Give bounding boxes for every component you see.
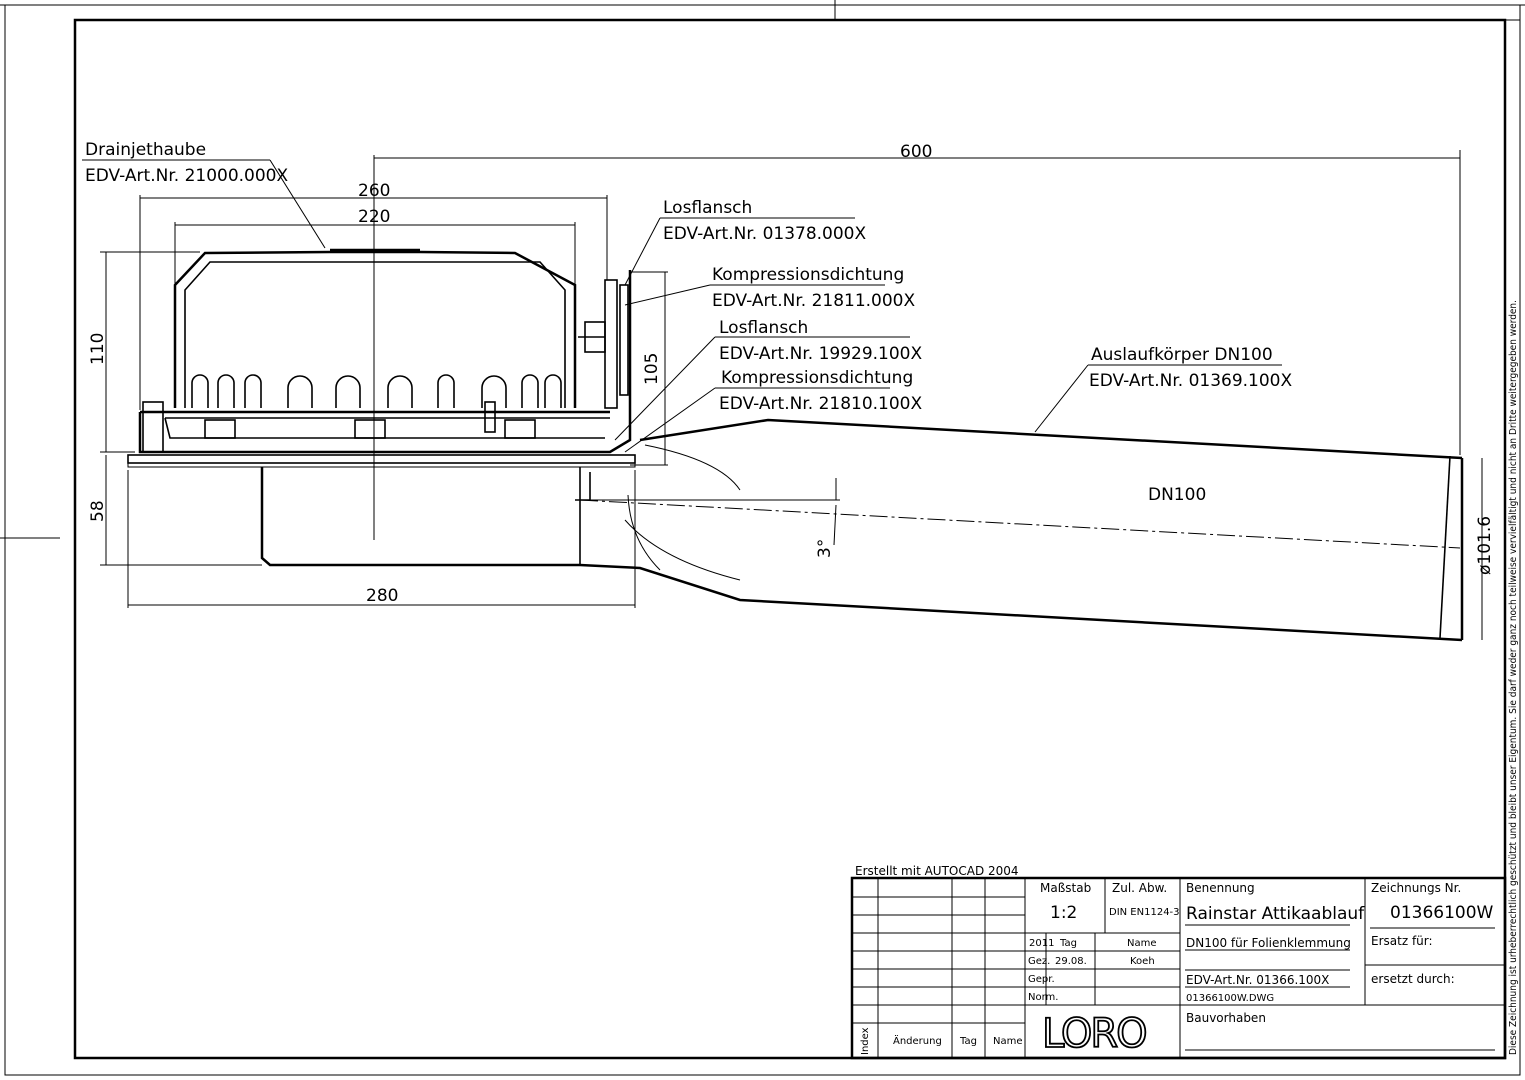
label-drainjethaube: Drainjethaube bbox=[85, 140, 206, 160]
label-kompressionsdichtung-2: Kompressionsdichtung bbox=[721, 368, 913, 388]
massstab-label: Maßstab bbox=[1040, 881, 1091, 895]
description-line-1: DN100 für Folienklemmung bbox=[1186, 936, 1351, 950]
dim-280: 280 bbox=[366, 586, 398, 606]
dim-110: 110 bbox=[88, 333, 108, 365]
ersetzt-durch: ersetzt durch: bbox=[1371, 972, 1455, 986]
zul-abw-value: DIN EN1124-3 bbox=[1109, 907, 1180, 918]
dim-105: 105 bbox=[642, 353, 662, 385]
gez-label: Gez. bbox=[1028, 956, 1050, 967]
zul-abw-label: Zul. Abw. bbox=[1112, 881, 1167, 895]
zeichnungs-nr-value: 01366100W bbox=[1390, 903, 1494, 923]
index-label: Index bbox=[860, 1027, 871, 1055]
dim-220: 220 bbox=[358, 207, 390, 227]
label-kompressionsdichtung-1-nr: EDV-Art.Nr. 21811.000X bbox=[712, 291, 915, 311]
label-losflansch-1: Losflansch bbox=[663, 198, 752, 218]
label-auslaufkoerper: Auslaufkörper DN100 bbox=[1091, 345, 1273, 365]
drainjethaube-part bbox=[140, 248, 610, 419]
name-header: Name bbox=[1127, 938, 1157, 949]
tag-header: Tag bbox=[1059, 938, 1077, 949]
gepr-label: Gepr. bbox=[1028, 974, 1055, 985]
part-labels: Drainjethaube EDV-Art.Nr. 21000.000X Los… bbox=[85, 140, 1292, 505]
gez-tag: 29.08. bbox=[1055, 956, 1087, 967]
year: 2011 bbox=[1029, 938, 1054, 949]
description-line-2: EDV-Art.Nr. 01366.100X bbox=[1186, 973, 1329, 987]
created-with: Erstellt mit AUTOCAD 2004 bbox=[855, 864, 1019, 878]
copyright-notice: Diese Zeichnung ist urheberrechtlich ges… bbox=[1508, 300, 1519, 1055]
label-losflansch-2-nr: EDV-Art.Nr. 19929.100X bbox=[719, 344, 922, 364]
zeichnungs-nr-label: Zeichnungs Nr. bbox=[1371, 881, 1461, 895]
aenderung-label: Änderung bbox=[893, 1034, 942, 1047]
massstab-value: 1:2 bbox=[1050, 903, 1077, 923]
file-name: 01366100W.DWG bbox=[1186, 993, 1274, 1004]
label-kompressionsdichtung-1: Kompressionsdichtung bbox=[712, 265, 904, 285]
rev-name-label: Name bbox=[993, 1036, 1023, 1047]
dim-58: 58 bbox=[88, 500, 108, 522]
leader-lines bbox=[82, 159, 1282, 453]
outlet-pipe bbox=[579, 418, 1464, 642]
label-dn100: DN100 bbox=[1148, 485, 1206, 505]
ersatz-fuer: Ersatz für: bbox=[1371, 934, 1433, 948]
loro-logo: LORO bbox=[1042, 1011, 1146, 1057]
benennung-label: Benennung bbox=[1186, 881, 1255, 895]
dim-600: 600 bbox=[900, 142, 932, 162]
label-losflansch-1-nr: EDV-Art.Nr. 01378.000X bbox=[663, 224, 866, 244]
dimension-lines bbox=[100, 150, 1483, 640]
dim-diameter: ø101.6 bbox=[1475, 516, 1495, 575]
label-drainjethaube-nr: EDV-Art.Nr. 21000.000X bbox=[85, 166, 288, 186]
norm-label: Norm. bbox=[1028, 992, 1058, 1003]
label-kompressionsdichtung-2-nr: EDV-Art.Nr. 21810.100X bbox=[719, 394, 922, 414]
dimension-texts: 600 260 220 280 110 58 105 3° ø101.6 bbox=[88, 142, 1495, 606]
dim-angle: 3° bbox=[815, 539, 835, 558]
label-auslaufkoerper-nr: EDV-Art.Nr. 01369.100X bbox=[1089, 371, 1292, 391]
benennung-value: Rainstar Attikaablauf bbox=[1186, 904, 1365, 924]
gez-name: Koeh bbox=[1130, 956, 1155, 967]
dim-260: 260 bbox=[358, 181, 390, 201]
label-losflansch-2: Losflansch bbox=[719, 318, 808, 338]
rev-tag-label: Tag bbox=[959, 1036, 977, 1047]
bauvorhaben: Bauvorhaben bbox=[1186, 1011, 1266, 1025]
title-block: Erstellt mit AUTOCAD 2004 Maßstab 1:2 Zu… bbox=[850, 864, 1507, 1060]
